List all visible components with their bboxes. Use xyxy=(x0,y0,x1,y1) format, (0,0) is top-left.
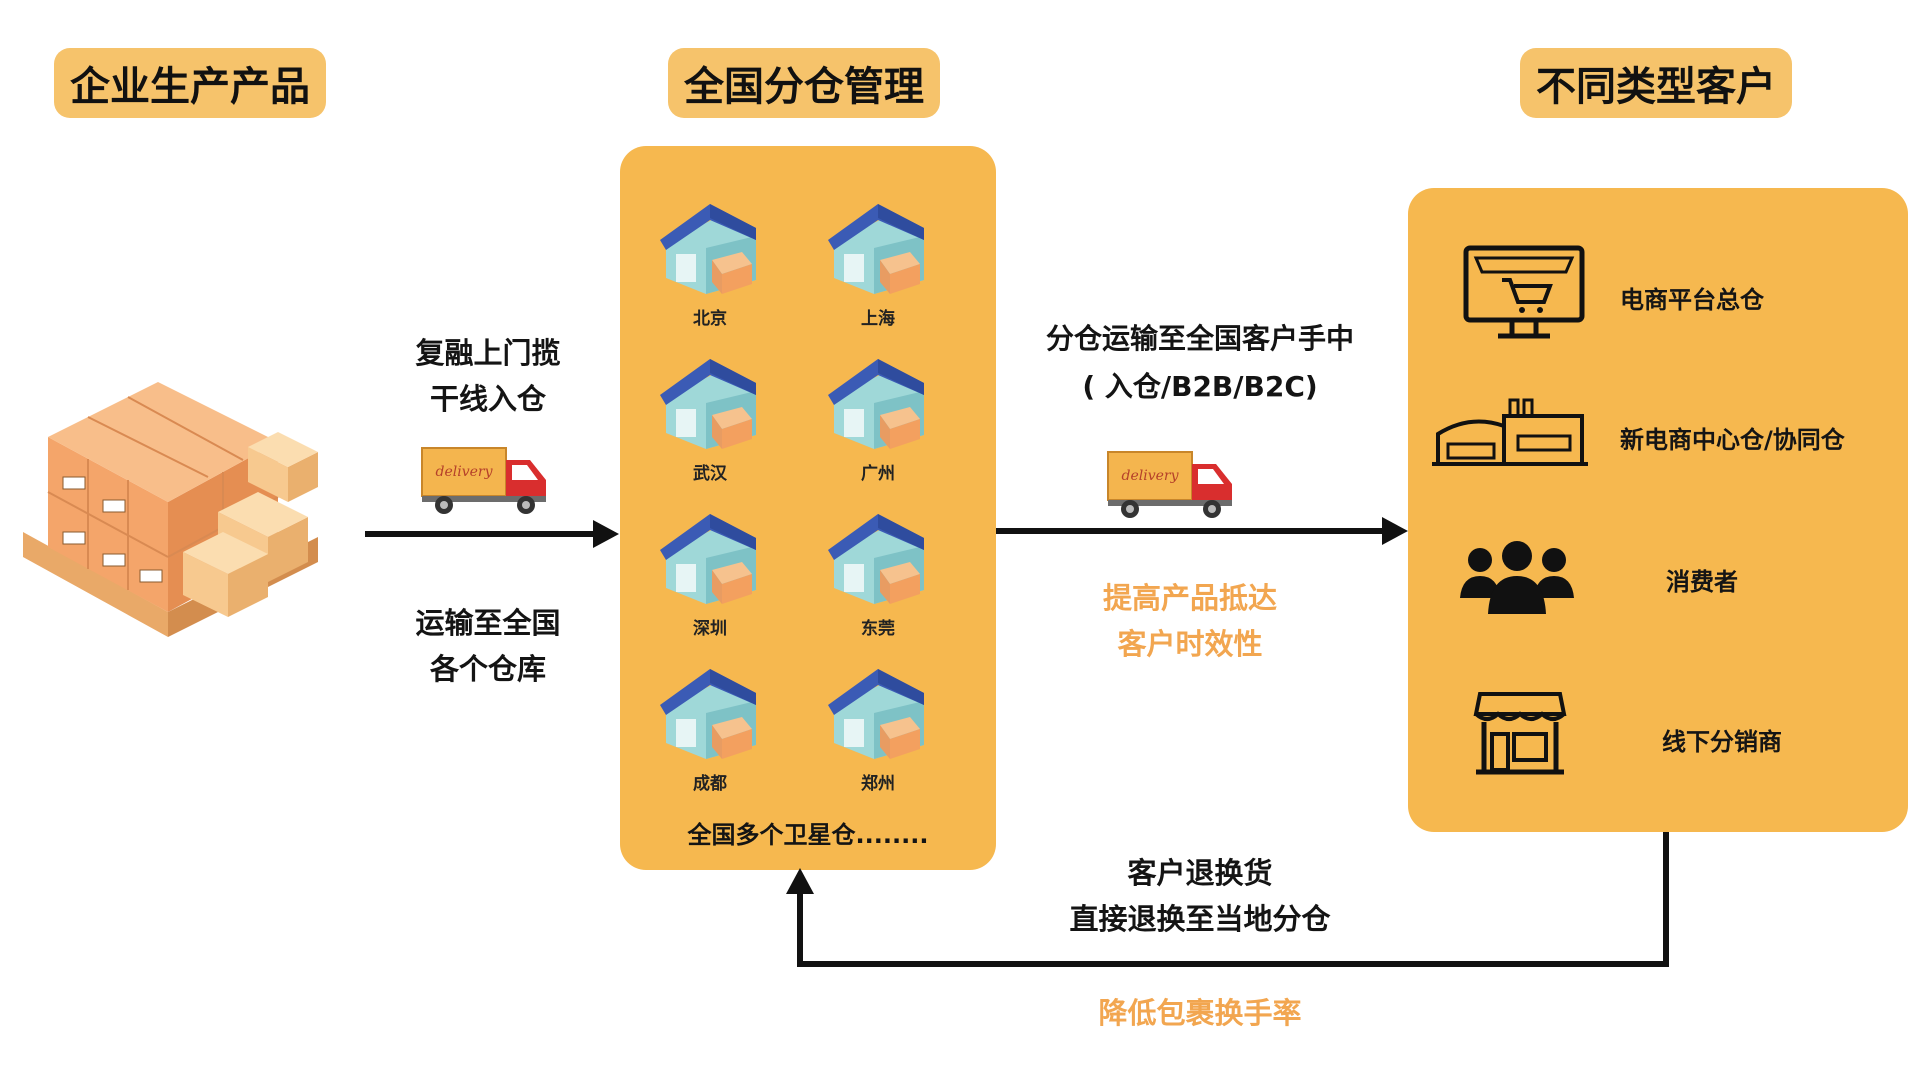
warehouse-item: 北京 xyxy=(640,190,780,329)
arrow-to-warehouses xyxy=(365,520,619,548)
customer-ecommerce-center: 新电商中心仓/协同仓 xyxy=(1620,420,1845,455)
header-customer-types: 不同类型客户 xyxy=(1520,48,1792,118)
distribution-text: 分仓运输至全国客户手中 ( 入仓/B2B/B2C) xyxy=(1000,315,1400,411)
warehouse-icon xyxy=(808,190,948,304)
consumers-group-icon xyxy=(1460,541,1574,614)
warehouse-item: 郑州 xyxy=(808,655,948,794)
pickup-text-top: 复融上门揽 干线入仓 xyxy=(388,330,588,422)
warehouse-city-label: 北京 xyxy=(693,309,727,329)
pickup-line-4: 各个仓库 xyxy=(429,652,546,686)
arrow-to-customers xyxy=(996,517,1408,545)
returns-text: 客户退换货 直接退换至当地分仓 xyxy=(1010,850,1390,942)
header-warehouse-management: 全国分仓管理 xyxy=(668,48,940,118)
benefit-line-1: 提高产品抵达 xyxy=(1102,581,1277,615)
ecommerce-store-icon xyxy=(1463,245,1585,339)
warehouse-icon xyxy=(808,345,948,459)
customer-label: 新电商中心仓/协同仓 xyxy=(1620,426,1845,454)
pickup-text-bottom: 运输至全国 各个仓库 xyxy=(388,600,588,692)
returns-line-1: 客户退换货 xyxy=(1127,856,1273,890)
warehouse-icon xyxy=(808,500,948,614)
returns-benefit-text: 降低包裹换手率 xyxy=(1098,996,1302,1030)
header-label: 不同类型客户 xyxy=(1536,64,1776,110)
header-label: 企业生产产品 xyxy=(70,64,310,110)
customer-offline-distributor: 线下分销商 xyxy=(1662,722,1782,757)
customer-label: 电商平台总仓 xyxy=(1620,286,1764,314)
warehouse-city-label: 成都 xyxy=(693,774,727,794)
delivery-truck-icon: delivery xyxy=(1107,451,1232,518)
warehouse-city-label: 武汉 xyxy=(693,464,727,484)
truck-label: delivery xyxy=(436,464,494,480)
delivery-truck-icon: delivery xyxy=(421,447,546,514)
warehouse-footer-text: 全国多个卫星仓........ xyxy=(687,821,929,849)
warehouse-item: 东莞 xyxy=(808,500,948,639)
returns-benefit: 降低包裹换手率 xyxy=(1010,990,1390,1032)
customer-label: 消费者 xyxy=(1666,568,1738,596)
warehouse-city-label: 东莞 xyxy=(861,619,895,639)
customer-label: 线下分销商 xyxy=(1662,728,1782,756)
customer-panel xyxy=(1408,188,1908,832)
warehouse-city-label: 深圳 xyxy=(693,619,727,639)
factory-warehouse-icon xyxy=(1432,398,1588,466)
customer-consumers: 消费者 xyxy=(1666,562,1738,597)
warehouse-item: 深圳 xyxy=(640,500,780,639)
warehouse-city-label: 上海 xyxy=(861,309,895,329)
warehouse-icon xyxy=(640,345,780,459)
customer-ecommerce-platform: 电商平台总仓 xyxy=(1620,280,1764,315)
pallet-boxes-icon xyxy=(23,382,318,637)
distribution-benefit: 提高产品抵达 客户时效性 xyxy=(1000,575,1380,667)
header-label: 全国分仓管理 xyxy=(684,64,924,110)
pickup-line-2: 干线入仓 xyxy=(429,382,546,416)
warehouse-icon xyxy=(808,655,948,769)
warehouse-footer: 全国多个卫星仓........ xyxy=(620,815,996,850)
truck-label: delivery xyxy=(1122,468,1180,484)
pickup-line-3: 运输至全国 xyxy=(415,606,561,640)
pickup-line-1: 复融上门揽 xyxy=(415,336,561,370)
warehouse-city-label: 郑州 xyxy=(861,774,895,794)
warehouse-icon xyxy=(640,500,780,614)
warehouse-item: 上海 xyxy=(808,190,948,329)
returns-line-2: 直接退换至当地分仓 xyxy=(1069,902,1331,936)
warehouse-item: 武汉 xyxy=(640,345,780,484)
warehouse-item: 广州 xyxy=(808,345,948,484)
benefit-line-2: 客户时效性 xyxy=(1117,627,1263,661)
header-enterprise-products: 企业生产产品 xyxy=(54,48,326,118)
shop-storefront-icon xyxy=(1473,692,1567,775)
distribution-line-2: ( 入仓/B2B/B2C) xyxy=(1082,370,1318,403)
distribution-line-1: 分仓运输至全国客户手中 xyxy=(1045,322,1354,355)
warehouse-icon xyxy=(640,190,780,304)
warehouse-item: 成都 xyxy=(640,655,780,794)
warehouse-city-label: 广州 xyxy=(861,464,895,484)
warehouse-icon xyxy=(640,655,780,769)
